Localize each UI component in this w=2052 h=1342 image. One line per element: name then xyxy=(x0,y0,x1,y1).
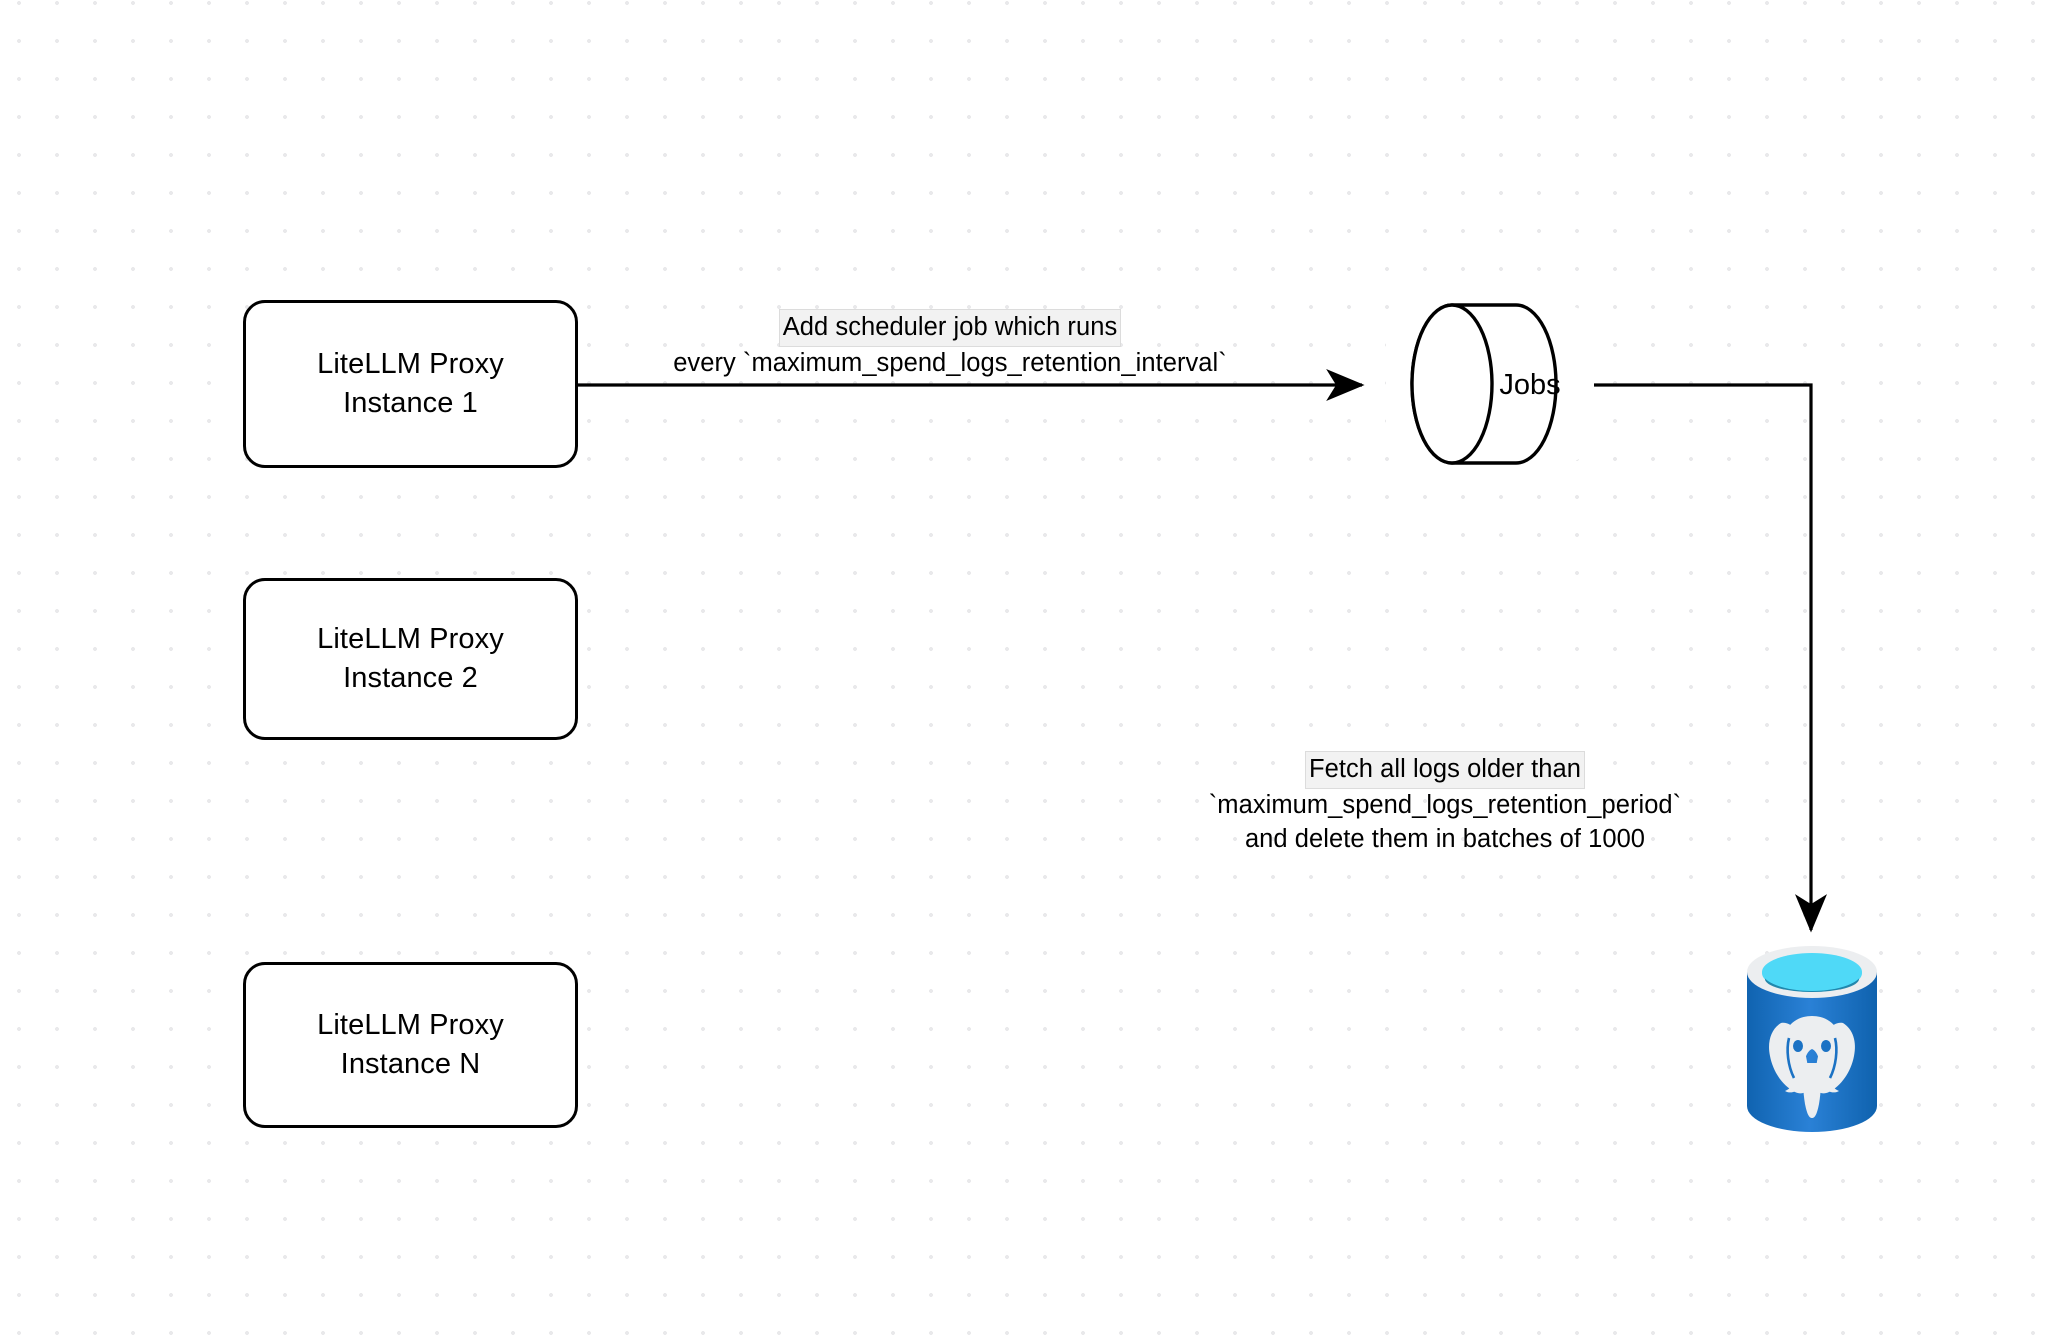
node-proxy-instance-n[interactable]: LiteLLM Proxy Instance N xyxy=(243,962,578,1128)
postgres-icon-svg xyxy=(1747,946,1877,1132)
postgres-database-icon[interactable] xyxy=(1745,946,1879,1134)
node-proxy-instance-1[interactable]: LiteLLM Proxy Instance 1 xyxy=(243,300,578,468)
edge-label-scheduler: Add scheduler job which runs every `maxi… xyxy=(600,309,1300,380)
edge-label-fetch-delete-line-2: `maximum_spend_logs_retention_period` xyxy=(1208,790,1682,819)
edge-jobs-to-postgres xyxy=(1594,383,1827,933)
node-label-jobs: Jobs xyxy=(1499,369,1561,401)
edge-label-scheduler-line-2: every `maximum_spend_logs_retention_inte… xyxy=(673,348,1227,377)
postgres-elephant-eyes xyxy=(1793,1040,1831,1052)
edge-label-fetch-delete: Fetch all logs older than `maximum_spend… xyxy=(1090,751,1800,857)
edge-label-fetch-delete-line-3: and delete them in batches of 1000 xyxy=(1244,825,1646,854)
postgres-top-opening-front xyxy=(1762,953,1862,991)
postgres-elephant-ear-lines xyxy=(1786,1037,1838,1079)
node-jobs-cylinder xyxy=(1410,303,1558,465)
node-proxy-instance-2[interactable]: LiteLLM Proxy Instance 2 xyxy=(243,578,578,740)
edge-label-scheduler-line-1: Add scheduler job which runs xyxy=(778,309,1122,347)
postgres-cylinder-body xyxy=(1747,972,1877,1132)
edge-label-fetch-delete-line-1: Fetch all logs older than xyxy=(1305,751,1585,789)
